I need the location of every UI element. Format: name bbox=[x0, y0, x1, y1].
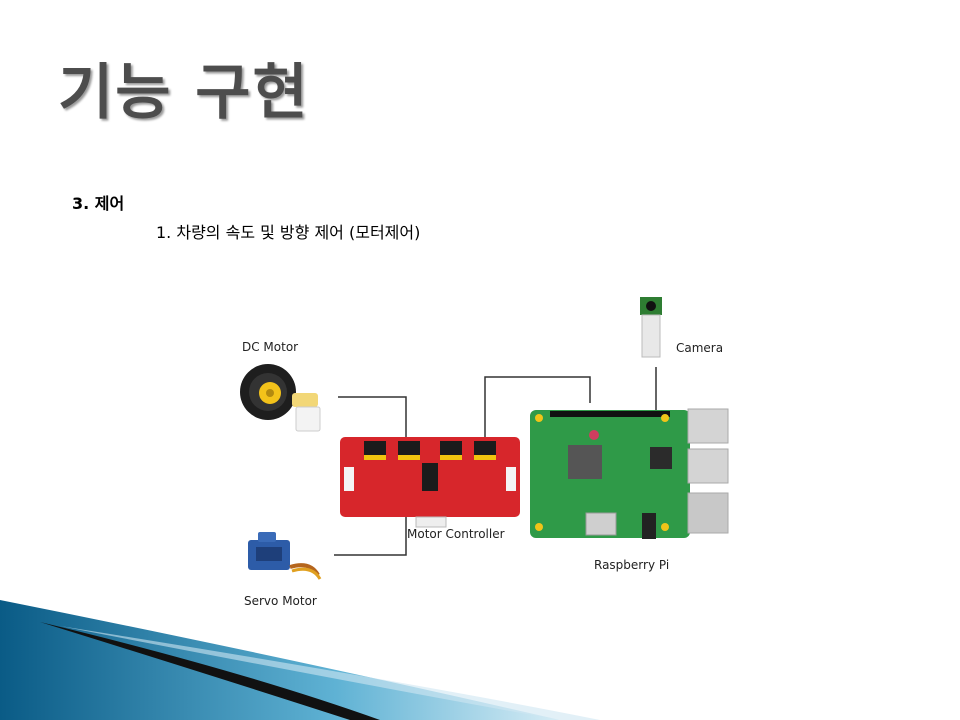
wire-servo-to-controller bbox=[334, 517, 407, 556]
decorative-swoosh bbox=[0, 600, 600, 720]
wire-dc-to-controller bbox=[338, 396, 407, 437]
slide-title: 기능 구현 bbox=[58, 58, 310, 128]
camera-label: Camera bbox=[676, 341, 723, 355]
dc-motor-image bbox=[240, 364, 321, 432]
connection-wires bbox=[334, 367, 657, 556]
section-heading: 3. 제어 bbox=[72, 194, 125, 213]
raspberry-pi-board bbox=[530, 408, 729, 539]
camera-image bbox=[640, 297, 662, 358]
wire-controller-to-pi bbox=[484, 376, 591, 437]
servo-motor-label: Servo Motor bbox=[244, 594, 317, 608]
servo-motor-image bbox=[248, 532, 322, 580]
raspberry-pi-label: Raspberry Pi bbox=[594, 558, 669, 572]
motor-controller-board bbox=[340, 437, 520, 528]
motor-controller-label: Motor Controller bbox=[407, 527, 505, 541]
sub-item: 1. 차량의 속도 및 방향 제어 (모터제어) bbox=[156, 223, 421, 242]
hardware-diagram: DC Motor Servo Motor Motor Controller bbox=[240, 297, 729, 608]
dc-motor-label: DC Motor bbox=[242, 340, 298, 354]
